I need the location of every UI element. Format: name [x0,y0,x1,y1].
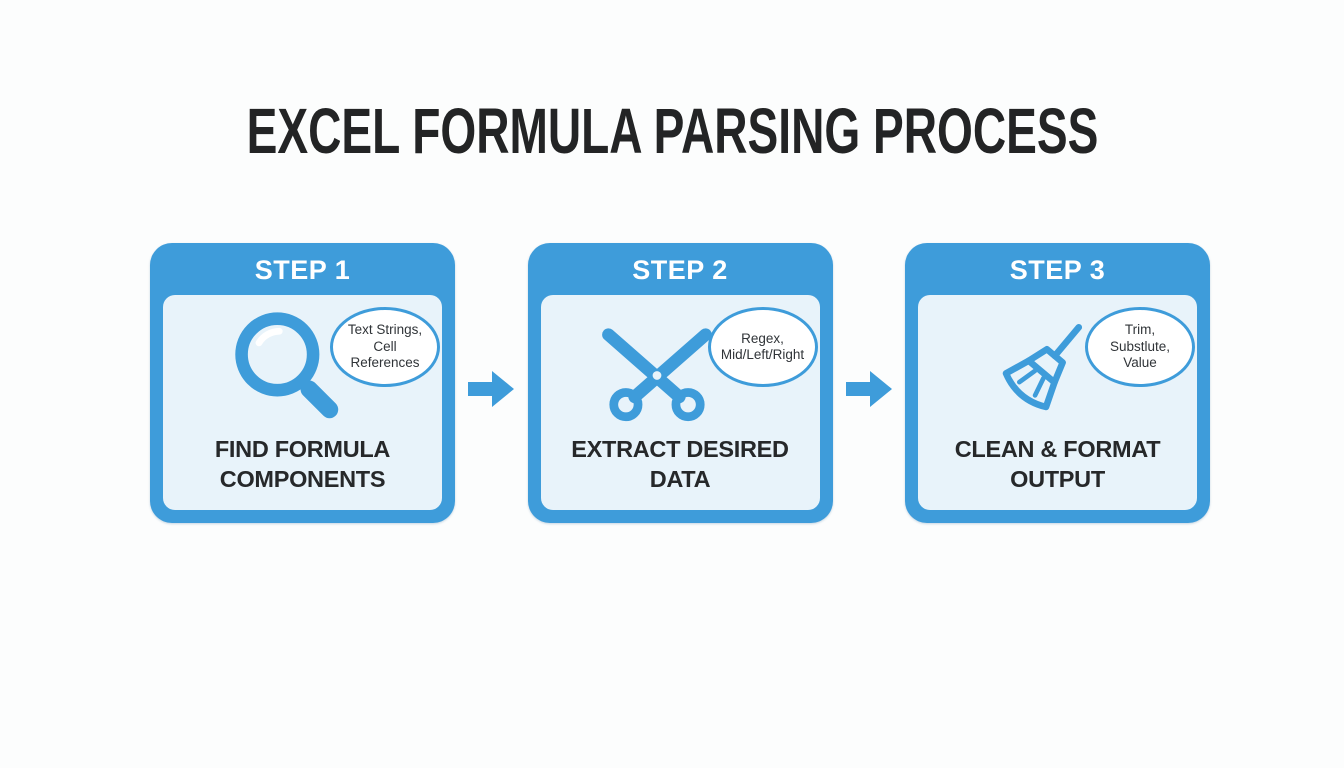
step-2-panel: Regex, Mid/Left/Right EXTRACT DESIRED DA… [540,295,820,510]
magnifier-icon [235,312,339,419]
page-title: EXCEL FORMULA PARSING PROCESS [0,94,1344,168]
step-card-3: STEP 3 Trim, Substlute, Value CLEAN & FO… [905,243,1210,523]
step-2-header: STEP 2 [632,255,728,285]
steps-row: STEP 1 Text Strings, Cell References FIN… [150,243,1210,523]
step-3-bubble: Trim, Substlute, Value [1085,307,1195,387]
arrow-right-icon [845,371,892,407]
step-1-panel: Text Strings, Cell References FIND FORMU… [163,295,442,510]
step-1-bubble: Text Strings, Cell References [330,307,440,387]
step-3-panel: Trim, Substlute, Value CLEAN & FORMAT OU… [918,295,1197,510]
broom-icon [1002,323,1083,411]
scissors-icon [601,328,712,422]
page-title-text: EXCEL FORMULA PARSING PROCESS [246,95,1098,167]
step-1-header: STEP 1 [254,255,351,285]
step-card-2: STEP 2 Regex, Mid/Left/Right EXTRACT DES… [527,243,833,523]
step-3-header: STEP 3 [1009,255,1106,285]
step-3-label: CLEAN & FORMAT OUTPUT [954,436,1161,493]
arrow-zone-2 [833,243,906,523]
step-2-bubble: Regex, Mid/Left/Right [707,307,818,387]
step-1-label: FIND FORMULA COMPONENTS [214,436,391,493]
step-card-1: STEP 1 Text Strings, Cell References FIN… [150,243,455,523]
arrow-right-icon [468,371,515,407]
step-2-label: EXTRACT DESIRED DATA [571,436,789,493]
arrow-zone-1 [455,243,528,523]
